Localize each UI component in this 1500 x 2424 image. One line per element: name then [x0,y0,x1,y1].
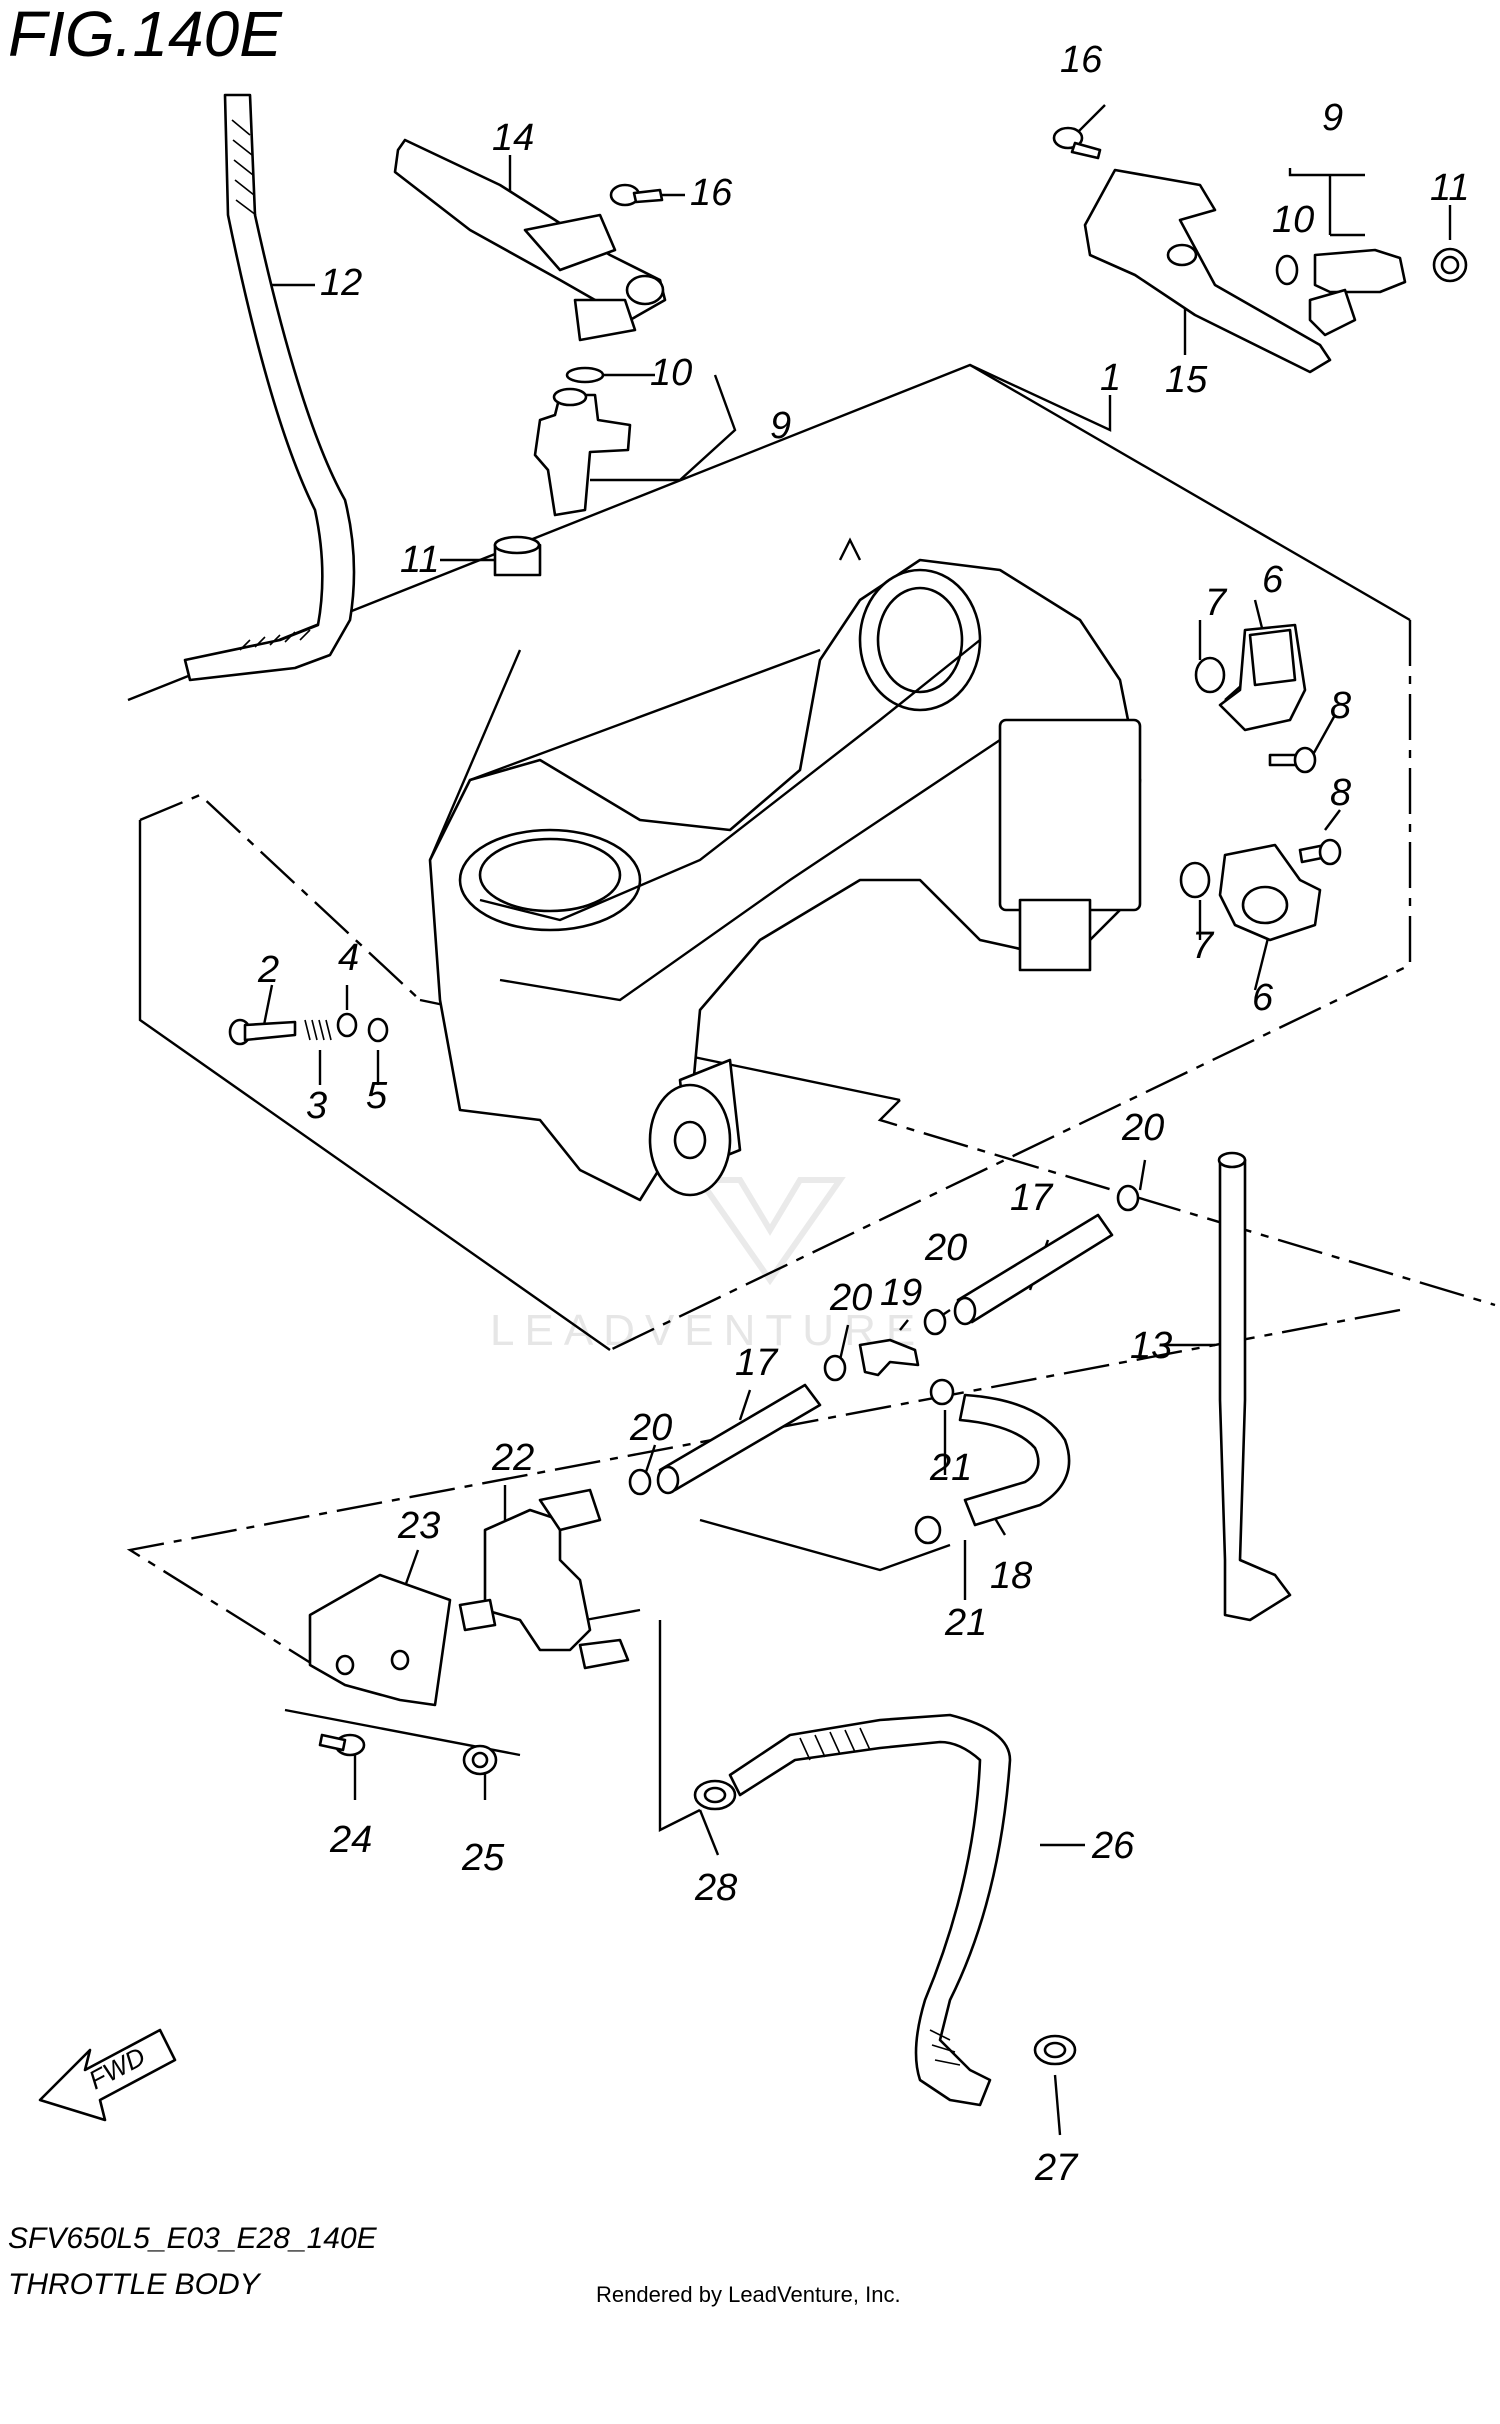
callout-19: 19 [880,1272,922,1314]
figure-title: FIG.140E [8,0,283,70]
part-4-washer [336,1012,358,1038]
part-5-o-ring [367,1017,389,1043]
model-code: SFV650L5_E03_E28_140E [8,2222,378,2255]
callout-20: 20 [924,1227,967,1269]
callout-6: 6 [1252,977,1274,1019]
part-19-t-joint [858,1338,920,1377]
part-21-clip-upper [929,1378,955,1406]
callout-23: 23 [397,1505,440,1547]
callout-7: 7 [1192,925,1215,967]
callout-3: 3 [306,1085,327,1127]
callout-5: 5 [366,1075,388,1117]
part-14-delivery-pipe [393,138,667,342]
part-20-clip-3 [823,1354,847,1382]
part-25-nut [462,1744,498,1776]
part-24-bolt [318,1733,366,1757]
part-12-fuel-hose [183,93,356,682]
fwd-arrow-icon: FWD [38,2028,177,2122]
part-26-hose [728,1713,1012,2107]
part-1-throttle-body [428,537,1142,1202]
part-18-hose [958,1393,1071,1527]
part-10-o-ring-right [1275,254,1299,286]
callout-4: 4 [338,937,359,979]
part-9-injector-left [533,387,632,517]
part-13-hose [1217,1151,1292,1622]
callout-20: 20 [1121,1107,1164,1149]
callout-9: 9 [1322,97,1343,139]
callout-2: 2 [257,949,279,991]
callout-7: 7 [1205,582,1228,624]
part-17-tube-lower [656,1383,822,1495]
part-8-screw-upper [1268,746,1317,774]
callout-17: 17 [735,1342,779,1384]
callout-12: 12 [320,262,362,304]
part-6-sensor-lower [1218,843,1322,942]
part-20-clip-4 [628,1468,652,1496]
part-22-solenoid-valve [458,1488,630,1670]
part-8-screw-lower [1298,838,1342,866]
callout-10: 10 [650,352,692,394]
credit-line: Rendered by LeadVenture, Inc. [596,2282,901,2307]
part-20-clip-1 [1116,1184,1140,1212]
part-23-bracket [308,1573,452,1707]
callout-24: 24 [329,1819,372,1861]
part-7-o-ring-upper [1194,656,1226,694]
part-28-clamp [693,1779,737,1811]
callout-26: 26 [1091,1825,1135,1867]
part-16-screw-left [609,183,664,207]
callout-14: 14 [492,117,534,159]
part-6-sensor-upper [1218,623,1307,732]
part-2-screw [228,1018,297,1046]
callout-21: 21 [929,1447,972,1489]
part-11-seal-right [1432,247,1468,283]
callout-27: 27 [1034,2147,1079,2189]
part-3-spring [304,1019,332,1041]
part-7-o-ring-lower [1179,861,1211,899]
callout-1: 1 [1100,357,1121,399]
part-21-clip-lower [914,1515,942,1545]
callout-10: 10 [1272,199,1314,241]
callout-16: 16 [690,172,733,214]
part-10-o-ring-left [565,366,605,384]
part-17-tube-upper [953,1213,1114,1326]
callout-20: 20 [629,1407,672,1449]
figure-subtitle: THROTTLE BODY [8,2268,262,2301]
callout-28: 28 [694,1867,737,1909]
callout-20: 20 [829,1277,872,1319]
part-27-clamp [1033,2034,1077,2066]
part-16-screw-right [1052,126,1102,160]
callout-6: 6 [1262,559,1284,601]
callout-11: 11 [1430,167,1469,209]
callout-25: 25 [461,1837,505,1879]
callout-13: 13 [1130,1325,1172,1367]
callout-18: 18 [990,1555,1032,1597]
part-9-injector-right [1308,248,1407,337]
callout-17: 17 [1010,1177,1054,1219]
callout-labels: 16 9 10 11 15 1 14 16 12 10 9 11 6 7 8 8… [257,39,1469,2189]
callout-16: 16 [1060,39,1103,81]
part-15-delivery-pipe [1083,168,1332,374]
callout-8: 8 [1330,772,1351,814]
callout-9: 9 [770,405,791,447]
callout-22: 22 [491,1437,534,1479]
part-11-seal-left [493,535,542,577]
callout-15: 15 [1165,359,1208,401]
callout-8: 8 [1330,685,1351,727]
callout-21: 21 [944,1602,987,1644]
callout-11: 11 [400,539,439,581]
watermark: LEADVENTURE [490,1177,915,1355]
part-20-clip-2 [923,1308,947,1336]
